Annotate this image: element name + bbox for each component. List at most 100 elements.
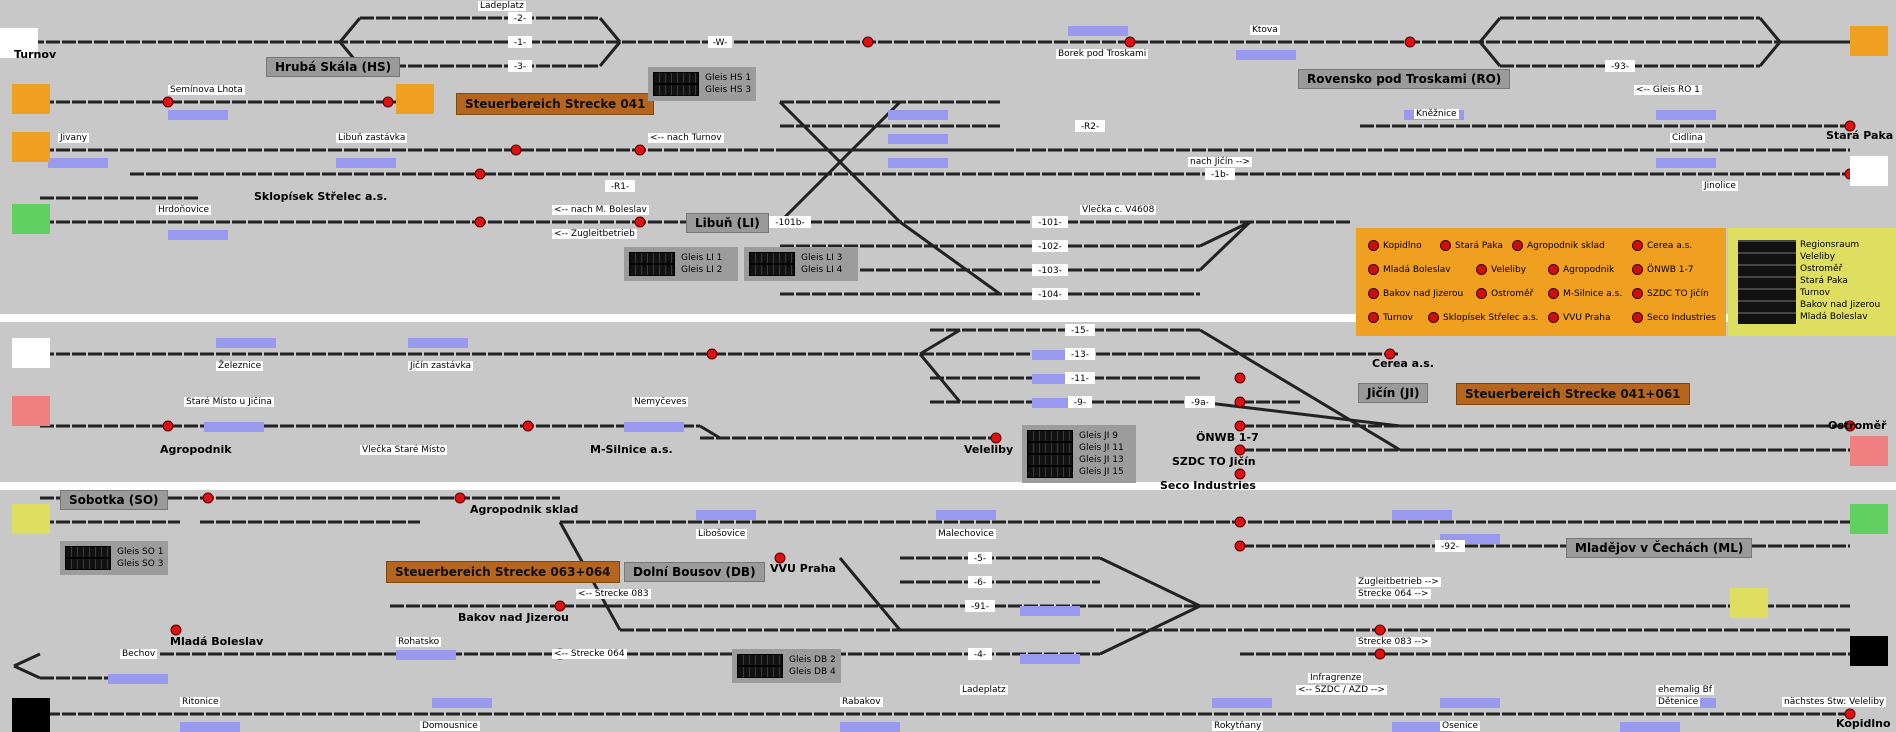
track-label: -104- <box>1038 290 1062 300</box>
platform <box>1068 26 1128 36</box>
edge-block[interactable] <box>12 504 50 534</box>
edge-block[interactable] <box>1850 156 1888 186</box>
signal-icon <box>1440 240 1451 251</box>
gleis-label: Gleis JI 13 <box>1079 454 1124 465</box>
track-label: -1- <box>514 38 526 48</box>
edge-block[interactable] <box>12 338 50 368</box>
legend-item[interactable]: Turnov <box>1368 312 1413 323</box>
regional-panel[interactable]: Regionsraum Veleliby Ostroměř Stará Paka… <box>1728 228 1896 336</box>
gleis-panel-so[interactable]: Gleis SO 1 Gleis SO 3 <box>60 541 169 575</box>
legend-item[interactable]: Veleliby <box>1476 264 1526 275</box>
signal-icon <box>1548 288 1559 299</box>
edge-block[interactable] <box>1850 436 1888 466</box>
edge-block[interactable] <box>12 84 50 114</box>
gleis-panel-hs[interactable]: Gleis HS 1 Gleis HS 3 <box>648 67 757 101</box>
platform <box>168 110 228 120</box>
area-ji[interactable]: Jičín (JI) <box>1358 383 1429 403</box>
legend-item[interactable]: Seco Industries <box>1632 312 1716 323</box>
platform <box>216 338 276 348</box>
platform <box>1212 698 1272 708</box>
track-label: -102- <box>1038 242 1062 252</box>
platform <box>696 510 756 520</box>
legend-item[interactable]: ÖNWB 1-7 <box>1632 264 1693 275</box>
legend-label: VVU Praha <box>1563 312 1611 323</box>
edge-block[interactable] <box>396 84 434 114</box>
legend-item[interactable]: Agropodnik <box>1548 264 1614 275</box>
track-switch <box>1758 17 1782 43</box>
area-hs[interactable]: Hrubá Skála (HS) <box>266 57 401 77</box>
edge-block[interactable] <box>1850 504 1888 534</box>
legend-item[interactable]: Ostroměř <box>1476 288 1533 299</box>
station-label: Mladá Boleslav <box>170 635 264 648</box>
area-so[interactable]: Sobotka (SO) <box>60 490 168 510</box>
signal-icon <box>1374 624 1386 636</box>
gleis-label: Gleis JI 15 <box>1079 466 1124 477</box>
signal-icon <box>1632 312 1643 323</box>
track-switch <box>778 100 902 224</box>
zone-041-061[interactable]: Steuerbereich Strecke 041+061 <box>1456 383 1690 405</box>
legend-label: Veleliby <box>1491 264 1527 275</box>
zone-063-064[interactable]: Steuerbereich Strecke 063+064 <box>386 561 620 583</box>
led-strip <box>1027 453 1073 466</box>
edge-block[interactable] <box>12 698 50 732</box>
platform <box>408 338 468 348</box>
track-label-bg <box>508 60 532 72</box>
gleis-label: Gleis LI 1 <box>681 252 723 263</box>
legend-item[interactable]: Kopidlno <box>1368 240 1422 251</box>
track-switch <box>699 424 721 440</box>
track-label-bg <box>968 648 992 660</box>
legend-item[interactable]: Sklopísek Střelec a.s. <box>1428 312 1539 323</box>
zone-041[interactable]: Steuerbereich Strecke 041 <box>456 93 655 115</box>
station-label: Libuň zastávka <box>336 133 408 143</box>
legend-item[interactable]: Mladá Boleslav <box>1368 264 1451 275</box>
gleis-panel-ji[interactable]: Gleis JI 9 Gleis JI 11 Gleis JI 13 Gleis… <box>1022 425 1136 483</box>
edge-block[interactable] <box>12 396 50 426</box>
legend-item[interactable]: Bakov nad Jizerou <box>1368 288 1463 299</box>
legend-item[interactable]: M-Silnice a.s. <box>1548 288 1622 299</box>
edge-turnov[interactable] <box>0 28 38 58</box>
signal-icon <box>162 96 174 108</box>
track-label-bg <box>769 216 811 228</box>
track-switch <box>1198 220 1252 272</box>
legend-item[interactable]: Cerea a.s. <box>1632 240 1692 251</box>
station-label: Nemyčeves <box>632 397 689 407</box>
station-label: Jivany <box>58 133 90 143</box>
track-label: -5- <box>974 554 986 564</box>
gleis-label: Gleis DB 4 <box>789 666 836 677</box>
signal-icon <box>474 168 486 180</box>
track-label-bg <box>1032 264 1068 276</box>
led-strip <box>653 83 699 96</box>
regional-label: Turnov <box>1800 288 1830 298</box>
legend-item[interactable]: SZDC TO Jičín <box>1632 288 1709 299</box>
station-label: nach Jičín --> <box>1188 157 1252 167</box>
edge-block[interactable] <box>1850 636 1888 666</box>
area-ro[interactable]: Rovensko pod Troskami (RO) <box>1298 69 1511 89</box>
legend-item[interactable]: Agropodnik sklad <box>1512 240 1605 251</box>
gleis-panel-li2[interactable]: Gleis LI 3 Gleis LI 4 <box>744 247 858 281</box>
edge-block[interactable] <box>12 132 50 162</box>
track-label-bg <box>1065 372 1095 384</box>
station-label: Borek pod Troskami <box>1056 49 1149 59</box>
area-ml[interactable]: Mladějov v Čechách (ML) <box>1566 538 1753 558</box>
track-label-bg <box>965 600 995 612</box>
edge-block[interactable] <box>12 204 50 234</box>
area-li[interactable]: Libuň (LI) <box>686 213 769 233</box>
platform <box>108 674 168 684</box>
legend-item[interactable]: Stará Paka <box>1440 240 1503 251</box>
track-switch <box>919 328 961 356</box>
station-label: Libošovice <box>696 529 748 539</box>
legend-label: M-Silnice a.s. <box>1563 288 1623 299</box>
gleis-label: Gleis LI 4 <box>801 264 843 275</box>
edge-block[interactable] <box>1730 588 1768 618</box>
station-label: Rabakov <box>840 697 883 707</box>
gleis-panel-li1[interactable]: Gleis LI 1 Gleis LI 2 <box>624 247 738 281</box>
edge-block[interactable] <box>1850 26 1888 56</box>
track-label-bg <box>968 576 992 588</box>
station-label: Bechov <box>120 649 158 659</box>
track-switch <box>338 17 362 43</box>
gleis-panel-db[interactable]: Gleis DB 2 Gleis DB 4 <box>732 649 841 683</box>
area-db[interactable]: Dolní Bousov (DB) <box>624 562 765 582</box>
signal-icon <box>1234 516 1246 528</box>
legend-item[interactable]: VVU Praha <box>1548 312 1610 323</box>
station-label: VVU Praha <box>770 562 836 575</box>
